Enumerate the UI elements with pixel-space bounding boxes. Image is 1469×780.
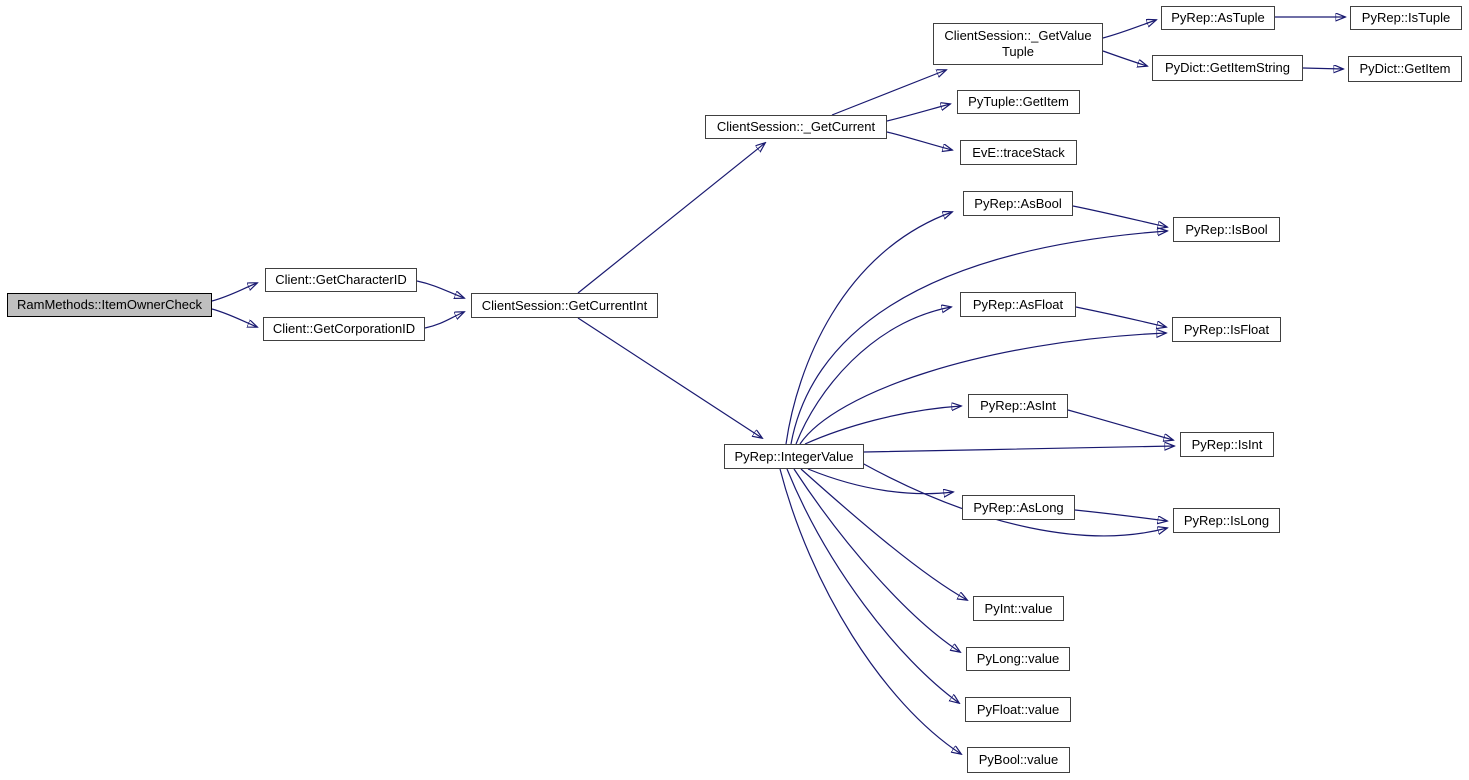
node-label: Client::GetCorporationID (272, 321, 416, 337)
node-label: PyRep::AsBool (974, 195, 1062, 211)
edge-integervalue-pylong-value (793, 468, 960, 652)
node-pyrep-isfloat[interactable]: PyRep::IsFloat (1172, 317, 1281, 342)
edge-integervalue-asfloat (795, 307, 951, 445)
node-pyrep-istuple[interactable]: PyRep::IsTuple (1350, 6, 1462, 30)
node-label: RamMethods::ItemOwnerCheck (17, 297, 202, 313)
edge-getcurrent-tracestack (886, 131, 952, 150)
edge-aslong-islong (1074, 509, 1167, 521)
node-label: PyTuple::GetItem (968, 94, 1069, 110)
edge-integervalue-pyint-value (800, 468, 967, 600)
node-pyint-value[interactable]: PyInt::value (973, 596, 1064, 621)
node-label: PyRep::IsInt (1191, 436, 1263, 452)
node-label: PyRep::IsFloat (1183, 321, 1270, 337)
node-pybool-value[interactable]: PyBool::value (967, 747, 1070, 773)
node-client-getcorporationid[interactable]: Client::GetCorporationID (263, 317, 425, 341)
node-pyrep-isbool[interactable]: PyRep::IsBool (1173, 217, 1280, 242)
node-label: PyRep::AsFloat (972, 296, 1064, 312)
node-label: PyRep::IsLong (1183, 512, 1270, 528)
node-label: PyRep::IsTuple (1361, 10, 1451, 26)
edge-asint-isint (1067, 409, 1173, 440)
node-pyrep-asint[interactable]: PyRep::AsInt (968, 394, 1068, 418)
edge-getitemstring-getitem (1302, 68, 1343, 69)
node-pytuple-getitem[interactable]: PyTuple::GetItem (957, 90, 1080, 114)
node-label: PyFloat::value (976, 701, 1060, 717)
node-label: PyInt::value (984, 600, 1053, 616)
node-pyrep-aslong[interactable]: PyRep::AsLong (962, 495, 1075, 520)
node-label: PyLong::value (976, 651, 1060, 667)
node-clientsession-getcurrent[interactable]: ClientSession::_GetCurrent (705, 115, 887, 139)
node-label-line2: Tuple (1001, 44, 1035, 59)
node-pydict-getitemstring[interactable]: PyDict::GetItemString (1152, 55, 1303, 81)
node-label: PyRep::AsTuple (1171, 10, 1265, 26)
node-clientsession-getvaluetuple[interactable]: ClientSession::_GetValue Tuple (933, 23, 1103, 65)
edge-getcorporationid-getcurrentint (424, 312, 464, 329)
node-clientsession-getcurrentint[interactable]: ClientSession::GetCurrentInt (471, 293, 658, 318)
edge-integervalue-isint (863, 446, 1174, 453)
node-pyfloat-value[interactable]: PyFloat::value (965, 697, 1071, 722)
node-pyrep-integervalue[interactable]: PyRep::IntegerValue (724, 444, 864, 469)
edge-getcurrent-pytuple-getitem (886, 104, 950, 122)
edge-getcharacterid-getcurrentint (416, 280, 464, 298)
node-client-getcharacterid[interactable]: Client::GetCharacterID (265, 268, 417, 292)
node-pyrep-astuple[interactable]: PyRep::AsTuple (1161, 6, 1275, 30)
node-pyrep-islong[interactable]: PyRep::IsLong (1173, 508, 1280, 533)
node-label: Client::GetCharacterID (275, 272, 407, 288)
node-label: PyRep::IntegerValue (734, 448, 854, 464)
node-label: PyDict::GetItem (1359, 61, 1451, 77)
edge-itemownercheck-getcorporationid (211, 308, 257, 327)
node-label: ClientSession::GetCurrentInt (481, 297, 648, 313)
edge-integervalue-pybool-value (779, 468, 961, 754)
edge-integervalue-isfloat (799, 333, 1166, 445)
node-rammethods-itemownercheck: RamMethods::ItemOwnerCheck (7, 293, 212, 317)
edge-integervalue-islong (861, 462, 1167, 537)
node-eve-tracestack[interactable]: EvE::traceStack (960, 140, 1077, 165)
node-label: PyRep::IsBool (1185, 221, 1268, 237)
edge-integervalue-asbool (785, 212, 952, 445)
node-pyrep-asbool[interactable]: PyRep::AsBool (963, 191, 1073, 216)
edge-getcurrent-getvaluetuple (831, 70, 946, 116)
edge-integervalue-aslong (807, 468, 953, 494)
edge-asbool-isbool (1072, 205, 1167, 227)
node-label: PyDict::GetItemString (1165, 60, 1290, 76)
node-label-line1: ClientSession::_GetValue (944, 28, 1092, 44)
node-pydict-getitem[interactable]: PyDict::GetItem (1348, 56, 1462, 82)
node-label: PyRep::AsInt (980, 398, 1056, 414)
node-label: EvE::traceStack (972, 144, 1065, 160)
node-pyrep-isint[interactable]: PyRep::IsInt (1180, 432, 1274, 457)
edge-integervalue-isbool (790, 231, 1167, 445)
edge-getvaluetuple-astuple (1102, 20, 1156, 39)
node-label: PyRep::AsLong (973, 499, 1064, 515)
edge-getvaluetuple-getitemstring (1102, 50, 1147, 66)
edge-itemownercheck-getcharacterid (211, 283, 257, 302)
node-label: ClientSession::_GetCurrent (716, 119, 876, 135)
edge-integervalue-asint (804, 406, 961, 445)
node-pyrep-asfloat[interactable]: PyRep::AsFloat (960, 292, 1076, 317)
node-label: PyBool::value (978, 752, 1059, 768)
edge-integervalue-pyfloat-value (786, 468, 959, 703)
edge-getcurrentint-integervalue (577, 317, 762, 438)
edge-asfloat-isfloat (1075, 306, 1166, 327)
edge-getcurrentint-getcurrent (577, 143, 765, 294)
node-pylong-value[interactable]: PyLong::value (966, 647, 1070, 671)
